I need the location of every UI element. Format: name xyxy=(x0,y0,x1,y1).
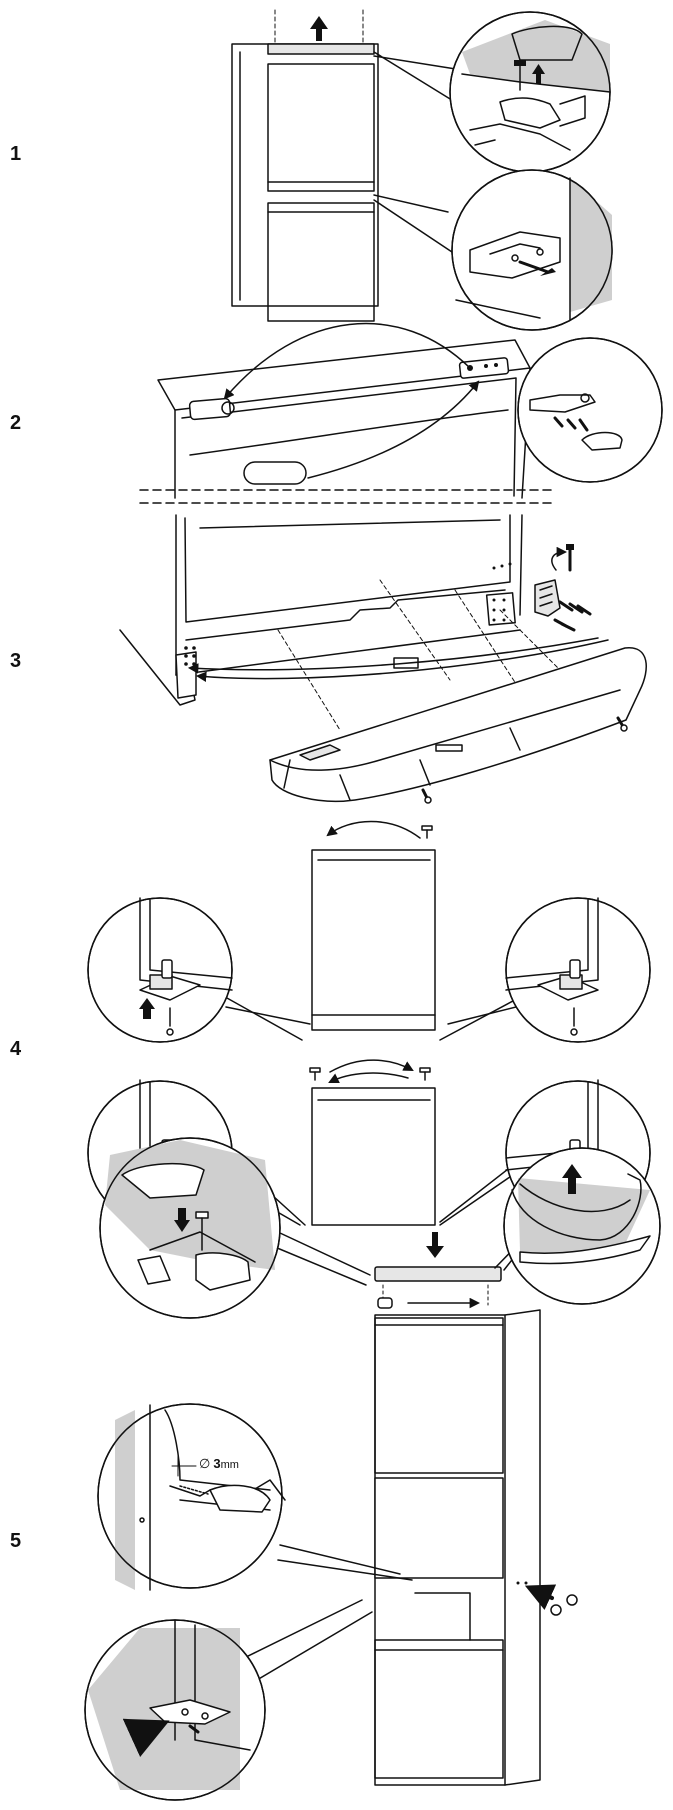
fridge-cabinet xyxy=(231,43,379,307)
plinth-cover xyxy=(269,647,647,803)
drill-diameter-label: ∅3mm xyxy=(199,1456,239,1471)
detail-circle-hinge-left-top xyxy=(87,897,233,1043)
upper-door-step5 xyxy=(374,1317,504,1474)
step2-3-illustration xyxy=(119,322,663,804)
bottom-hinge-plate xyxy=(485,592,516,626)
step-number-3: 3 xyxy=(10,650,22,672)
up-arrow-icon xyxy=(310,16,328,41)
step-number-5: 5 xyxy=(10,1530,22,1552)
detail-circle-hinge-right-top xyxy=(505,897,651,1043)
detail-circle-top-hinge xyxy=(449,11,611,173)
lower-door xyxy=(267,202,375,322)
step-number-2: 2 xyxy=(10,412,22,434)
hinge-mounting-plate xyxy=(458,357,510,379)
door-upper-step4 xyxy=(311,849,436,1031)
hinge-cover xyxy=(267,43,375,55)
hinge-hole-cover-left xyxy=(188,397,232,421)
upper-door xyxy=(267,63,375,192)
step-number-1: 1 xyxy=(10,143,22,165)
step1-illustration xyxy=(231,9,613,331)
step-number-4: 4 xyxy=(10,1038,22,1060)
top-hinge-cover-step5 xyxy=(374,1266,502,1282)
bottom-hinge-bracket xyxy=(534,579,561,617)
detail-circle-cover-removal xyxy=(503,1147,661,1305)
door-lower-step4 xyxy=(311,1087,436,1226)
down-arrow-icon xyxy=(426,1232,444,1258)
handle-recess xyxy=(243,461,307,485)
lower-door-step5 xyxy=(374,1639,504,1779)
detail-circle-bottom-hinge xyxy=(84,1619,266,1801)
step5-illustration: ∅3mm xyxy=(84,1137,661,1801)
detail-circle-drilling: ∅3mm xyxy=(97,1403,286,1591)
hinge-pin-icon-right xyxy=(419,1067,431,1081)
hinge-pin-icon xyxy=(421,825,433,839)
detail-circle-hinge-parts xyxy=(517,337,663,483)
detail-circle-top-hinge-refit xyxy=(99,1137,281,1319)
detail-circle-middle-hinge xyxy=(451,169,613,331)
hinge-pin-icon-left xyxy=(309,1067,321,1081)
